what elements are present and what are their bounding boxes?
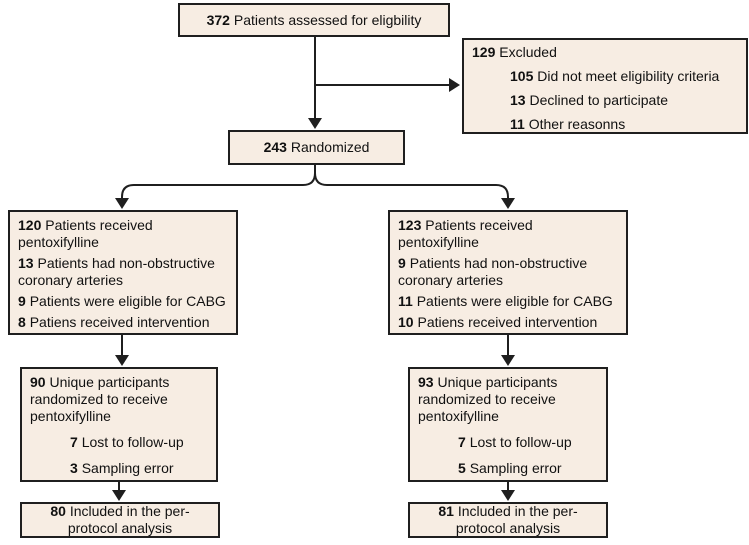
entry-count: 123 — [398, 217, 422, 233]
entry-label: Included in the per- protocol analysis — [455, 503, 578, 536]
entry-label: Lost to follow-up — [469, 434, 572, 450]
entry-count: 7 — [70, 434, 78, 450]
arrow-down-icon — [112, 490, 126, 501]
entry-count: 120 — [18, 217, 42, 233]
arrow-right-icon — [449, 78, 460, 92]
entry-label: Patients had non-obstructive coronary ar… — [398, 255, 588, 288]
entry-count: 8 — [18, 314, 26, 330]
entry-label: Sampling error — [81, 460, 174, 476]
entry-label: Lost to follow-up — [81, 434, 184, 450]
entry-label: Excluded — [499, 44, 557, 60]
entry-label: Declined to participate — [529, 92, 669, 108]
connector-fork-right — [314, 165, 509, 198]
entry-count: 9 — [18, 293, 26, 309]
entry-count: 11 — [398, 293, 413, 309]
entry-label: Included in the per- protocol analysis — [67, 503, 190, 536]
entry-count: 129 — [472, 44, 496, 60]
entry-label: Other reasonns — [528, 116, 626, 132]
entry-label: Unique participants randomized to receiv… — [418, 374, 558, 424]
entry-count: 9 — [398, 255, 406, 271]
arrow-down-icon — [115, 198, 129, 209]
entry-count: 5 — [458, 460, 466, 476]
entry-count: 80 — [50, 503, 66, 519]
arrow-down-icon — [115, 355, 129, 366]
entry-count: 243 — [263, 139, 287, 155]
entry-label: Patients received pentoxifylline — [18, 217, 153, 250]
entry-label: Patients were eligible for CABG — [416, 293, 613, 309]
entry-count: 7 — [458, 434, 466, 450]
entry-count: 90 — [30, 374, 46, 390]
entry-count: 13 — [18, 255, 34, 271]
entry-label: Patiens received intervention — [29, 314, 210, 330]
entry-label: Randomized — [290, 139, 370, 155]
entry-count: 11 — [510, 116, 525, 132]
entry-label: Patients were eligible for CABG — [29, 293, 226, 309]
entry-count: 13 — [510, 92, 526, 108]
entry-count: 93 — [418, 374, 434, 390]
entry-label: Unique participants randomized to receiv… — [30, 374, 170, 424]
entry-count: 105 — [510, 68, 534, 84]
entry-count: 81 — [438, 503, 454, 519]
entry-count: 10 — [398, 314, 414, 330]
arrow-down-icon — [501, 198, 515, 209]
entry-label: Patiens received intervention — [417, 314, 598, 330]
entry-label: Did not meet eligibility criteria — [537, 68, 720, 84]
entry-label: Sampling error — [469, 460, 562, 476]
arrow-down-icon — [308, 118, 322, 129]
entry-label: Patients had non-obstructive coronary ar… — [18, 255, 215, 288]
entry-label: Patients assessed for eligbility — [233, 11, 422, 28]
entry-count: 3 — [70, 460, 78, 476]
entry-count: 372 — [206, 11, 230, 28]
connector-fork-left — [121, 165, 316, 198]
arrow-down-icon — [501, 490, 515, 501]
arrow-down-icon — [501, 355, 515, 366]
entry-label: Patients received pentoxifylline — [398, 217, 533, 250]
